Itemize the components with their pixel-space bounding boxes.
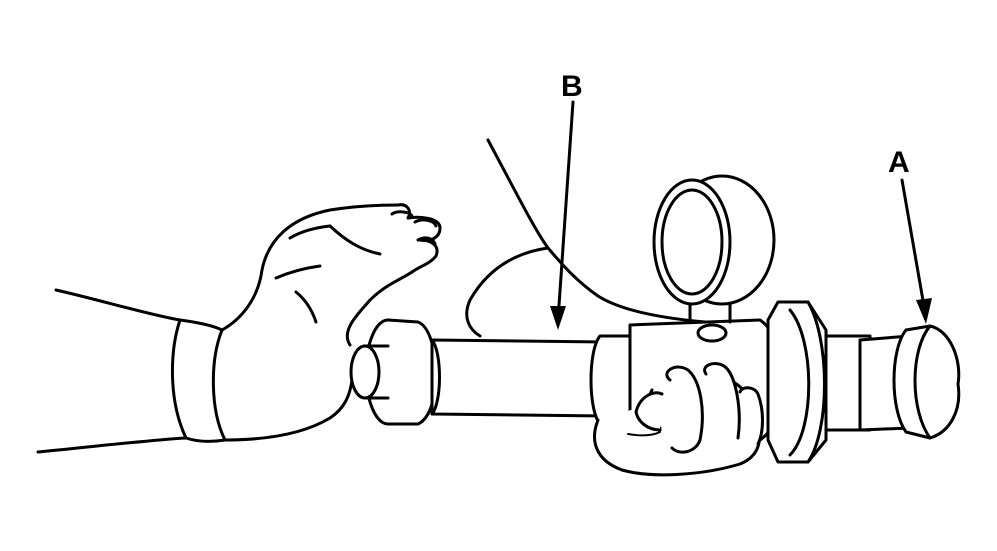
callout-arrow-b (550, 100, 575, 330)
left-hand (36, 203, 442, 454)
adapter-a (892, 324, 961, 440)
callout-arrow-a (900, 178, 932, 324)
hex-nut (766, 300, 828, 464)
callout-label-a: A (888, 146, 910, 179)
callout-label-b: B (561, 70, 583, 103)
right-hand (593, 362, 764, 477)
pressure-gauge (652, 174, 776, 324)
